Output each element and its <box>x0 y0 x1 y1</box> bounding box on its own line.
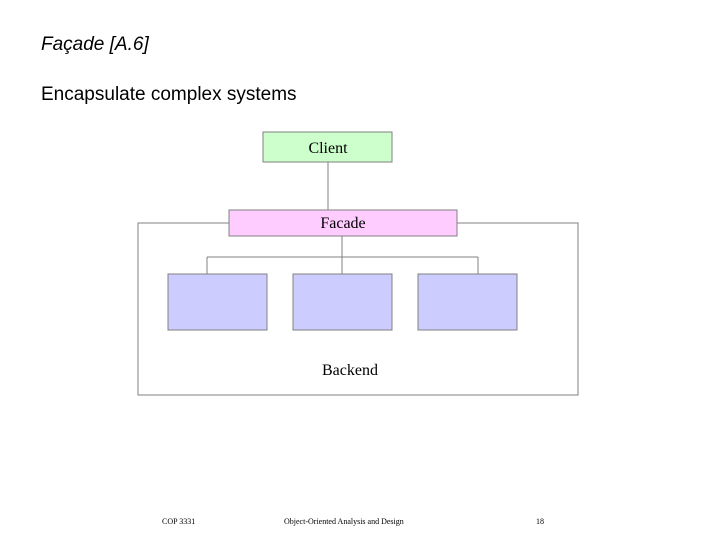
slide-title: Façade [A.6] <box>41 34 149 55</box>
client-label: Client <box>308 140 348 157</box>
facade-label: Facade <box>320 215 365 232</box>
backend-label: Backend <box>322 362 378 379</box>
subsystem-box-3 <box>417 273 518 331</box>
footer-page-number: 18 <box>536 517 544 526</box>
client-box <box>262 131 393 163</box>
slide-subtitle: Encapsulate complex systems <box>41 84 297 105</box>
subsystem-box-1 <box>167 273 268 331</box>
footer-course: COP 3331 <box>162 517 196 526</box>
footer-subject: Object-Oriented Analysis and Design <box>284 517 404 526</box>
facade-box <box>228 209 458 237</box>
subsystem-box-2 <box>292 273 393 331</box>
